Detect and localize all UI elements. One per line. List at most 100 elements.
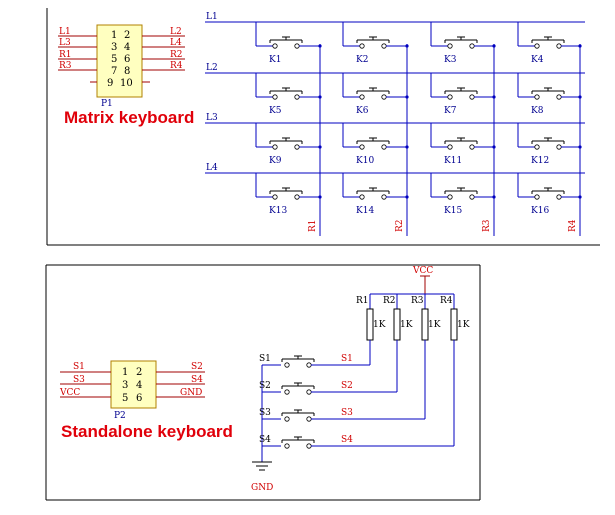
key-switch: K14 <box>342 173 409 216</box>
switch-net-label: S2 <box>341 381 353 391</box>
junction-dot <box>405 95 409 99</box>
switch-net-label: S1 <box>341 354 353 364</box>
switch-contact <box>447 144 453 150</box>
junction-dot <box>405 145 409 149</box>
key-switch: K3 <box>430 22 496 65</box>
standalone-panel-frame <box>45 264 481 501</box>
vcc-label: VCC <box>412 266 433 276</box>
key-label: K6 <box>356 106 369 116</box>
vcc-symbol: VCC <box>412 266 433 294</box>
p1-left-label: R3 <box>59 61 72 71</box>
key-switch: K13 <box>255 173 322 216</box>
switch-contact <box>556 144 562 150</box>
matrix-header-p1: L1 L3 R1 R3 L2 L4 R2 R4 1 2 3 4 5 6 7 8 … <box>58 24 185 109</box>
p1-pin-number: 2 <box>124 30 130 41</box>
junction-dot <box>492 44 496 48</box>
switch-contact <box>306 362 312 368</box>
switch-contact <box>306 416 312 422</box>
p2-right-label: S4 <box>191 375 203 385</box>
p2-left-label: S3 <box>73 375 85 385</box>
switch-contact <box>447 194 453 200</box>
key-switch: K10 <box>342 123 409 166</box>
junction-dot <box>318 195 322 199</box>
gnd-label: GND <box>251 483 273 493</box>
switch-contact <box>469 94 475 100</box>
matrix-keyboard-title: Matrix keyboard <box>64 108 194 127</box>
key-label: K1 <box>269 55 281 65</box>
switch-contact <box>381 94 387 100</box>
switch-contact <box>534 94 540 100</box>
junction-dot <box>578 195 582 199</box>
switch-contact <box>556 194 562 200</box>
p1-pin-number: 5 <box>111 54 117 65</box>
resistor-value: 1K <box>400 320 413 330</box>
switch-contact <box>306 389 312 395</box>
switch-contact <box>294 43 300 49</box>
resistor-name: R1 <box>356 296 369 306</box>
resistor: R1 1K <box>356 294 386 365</box>
p1-pin-number: 7 <box>111 66 117 77</box>
junction-dot <box>318 95 322 99</box>
switch-designator: S2 <box>259 381 271 391</box>
standalone-keyboard-title: Standalone keyboard <box>61 422 233 441</box>
switch-contact <box>294 144 300 150</box>
switch-contact <box>272 94 278 100</box>
p1-right-label: R4 <box>170 61 183 71</box>
resistor-name: R2 <box>383 296 396 306</box>
key-switch: K11 <box>430 123 496 166</box>
resistor-value: 1K <box>457 320 470 330</box>
row-label: L1 <box>206 12 218 22</box>
p1-pin-number: 8 <box>124 66 130 77</box>
key-switch: K15 <box>430 173 496 216</box>
key-label: K5 <box>269 106 282 116</box>
p1-pin-number: 9 <box>107 78 113 89</box>
key-switch: K16 <box>517 173 582 216</box>
p1-pin-number: 10 <box>120 78 133 89</box>
junction-dot <box>578 145 582 149</box>
key-label: K15 <box>444 206 462 216</box>
key-label: K16 <box>531 206 549 216</box>
p2-right-label: S2 <box>191 362 203 372</box>
standalone-switch: S2 S2 <box>259 381 397 395</box>
key-label: K9 <box>269 156 282 166</box>
p1-right-label: L4 <box>170 38 182 48</box>
column-label: R1 <box>308 219 318 232</box>
key-label: K7 <box>444 106 457 116</box>
switch-contact <box>534 194 540 200</box>
p1-pin-number: 1 <box>111 30 117 41</box>
key-switch: K2 <box>342 22 409 65</box>
p2-left-label: S1 <box>73 362 85 372</box>
column-label: R2 <box>395 219 405 232</box>
junction-dot <box>405 195 409 199</box>
switch-contact <box>534 144 540 150</box>
switch-net-label: S4 <box>341 435 353 445</box>
p2-right-label: GND <box>180 388 202 398</box>
switch-contact <box>359 144 365 150</box>
key-switch: K7 <box>430 73 496 116</box>
switch-contact <box>447 43 453 49</box>
key-label: K3 <box>444 55 457 65</box>
junction-dot <box>318 145 322 149</box>
switch-contact <box>447 94 453 100</box>
row-label: L4 <box>206 163 218 173</box>
switch-contact <box>359 43 365 49</box>
p2-pin-number: 1 <box>122 367 128 378</box>
key-label: K2 <box>356 55 368 65</box>
key-label: K8 <box>531 106 544 116</box>
switch-contact <box>359 194 365 200</box>
key-label: K12 <box>531 156 549 166</box>
p2-pin-number: 5 <box>122 393 128 404</box>
resistor-value: 1K <box>373 320 386 330</box>
switch-contact <box>469 43 475 49</box>
key-switch: K4 <box>517 22 582 65</box>
p1-designator: P1 <box>101 99 113 109</box>
resistor-name: R4 <box>440 296 453 306</box>
standalone-header-p2: S1 S3 VCC S2 S4 GND 1 2 3 4 5 6 P2 <box>59 360 205 421</box>
switch-contact <box>381 144 387 150</box>
switch-contact <box>469 144 475 150</box>
p2-pin-number: 3 <box>122 380 128 391</box>
